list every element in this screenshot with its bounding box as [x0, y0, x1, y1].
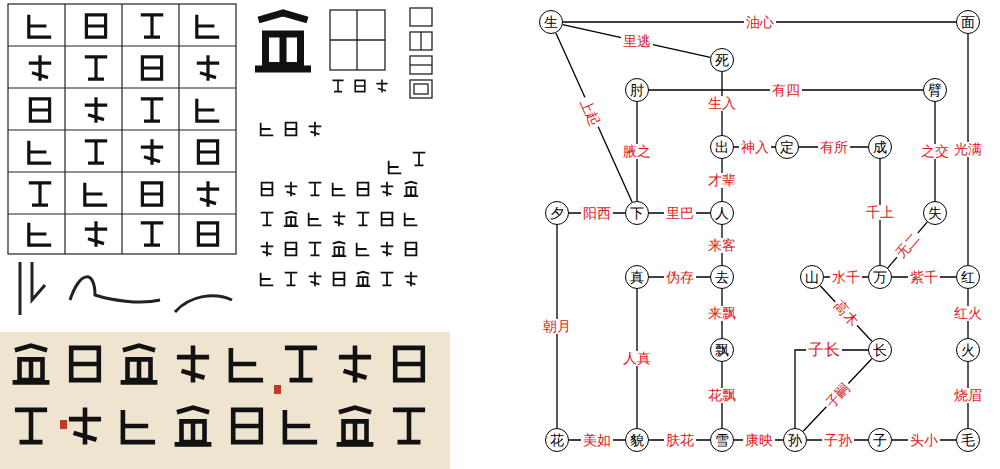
char-circle: 火	[956, 338, 980, 362]
node-text: 夕	[550, 206, 564, 220]
edge-label: 无二	[891, 228, 924, 262]
edge-label: 腋之	[621, 144, 653, 159]
edge-label: 水千	[830, 270, 862, 285]
edge-label: 朝月	[541, 319, 573, 334]
char-circle: 定	[775, 135, 799, 159]
edge-label: 阳西	[581, 206, 613, 221]
node-text: 失	[928, 206, 942, 220]
edge-label: 上起	[576, 94, 603, 129]
connector	[803, 359, 872, 432]
node-text: 孙	[788, 433, 802, 447]
char-circle: 人	[710, 201, 734, 225]
char-circle: 红	[956, 265, 980, 289]
edge-label: 美如	[581, 433, 613, 448]
edge-label: 有四	[770, 83, 802, 98]
node-text: 下	[630, 206, 644, 220]
char-circle: 下	[625, 201, 649, 225]
node-text: 肘	[630, 83, 644, 97]
char-circle: 肘	[625, 78, 649, 102]
node-text: 飘	[715, 343, 729, 357]
char-circle: 花	[545, 428, 569, 452]
edge-label: 光满	[952, 142, 984, 157]
char-circle: 真	[625, 265, 649, 289]
edge-label: 肤花	[664, 433, 696, 448]
edge-label: 才辈	[706, 173, 738, 188]
node-text: 面	[961, 15, 975, 29]
edge-label: 来飘	[706, 306, 738, 321]
node-text: 生	[544, 15, 558, 29]
char-circle: 臂	[923, 78, 947, 102]
edge-label: 生入	[706, 96, 738, 111]
edge-label: 里逃	[621, 34, 653, 49]
edge-label: 红火	[952, 306, 984, 321]
char-circle: 死	[710, 48, 734, 72]
node-text: 山	[805, 270, 819, 284]
node-text: 子	[873, 433, 887, 447]
edge-label: 子长	[806, 341, 842, 359]
node-text: 火	[961, 343, 975, 357]
edge-label: 油心	[744, 15, 776, 30]
edge-label: 头小	[908, 433, 940, 448]
char-circle: 面	[956, 10, 980, 34]
char-circle: 山	[800, 265, 824, 289]
node-text: 定	[780, 140, 794, 154]
node-text: 臂	[928, 83, 942, 97]
char-circle: 失	[923, 201, 947, 225]
node-text: 成	[873, 140, 887, 154]
node-text: 雪	[715, 433, 729, 447]
connector	[795, 350, 868, 428]
edge-label: 子孙	[822, 433, 854, 448]
script-illustration	[0, 0, 450, 469]
char-circle: 生	[539, 10, 563, 34]
edge-label: 来客	[706, 238, 738, 253]
edge-label: 里巴	[664, 206, 696, 221]
char-circle: 夕	[545, 201, 569, 225]
edge-label: 之交	[919, 144, 951, 159]
node-text: 长	[873, 343, 887, 357]
connector	[820, 286, 872, 341]
node-text: 万	[873, 270, 887, 284]
edge-label: 人真	[621, 351, 653, 366]
node-text: 去	[715, 270, 729, 284]
edge-label: 千上	[864, 205, 896, 220]
edge-label: 康映	[743, 433, 775, 448]
connector	[556, 33, 632, 202]
edge-label: 神入	[739, 140, 771, 155]
node-text: 毛	[961, 433, 975, 447]
char-circle: 子	[868, 428, 892, 452]
char-circle: 毛	[956, 428, 980, 452]
connector	[888, 222, 927, 268]
char-circle: 长	[868, 338, 892, 362]
char-circle: 雪	[710, 428, 734, 452]
node-text: 真	[630, 270, 644, 284]
char-circle: 成	[868, 135, 892, 159]
connector	[563, 25, 711, 58]
edge-label: 烧眉	[952, 388, 984, 403]
edge-label: 有所	[818, 140, 850, 155]
char-circle: 万	[868, 265, 892, 289]
node-text: 出	[715, 140, 729, 154]
edge-label: 花飘	[706, 388, 738, 403]
node-text: 人	[715, 206, 729, 220]
char-circle: 貌	[625, 428, 649, 452]
edge-label: 子嗣	[821, 378, 854, 412]
char-circle: 孙	[783, 428, 807, 452]
char-circle: 飘	[710, 338, 734, 362]
char-circle: 去	[710, 265, 734, 289]
node-text: 貌	[630, 433, 644, 447]
node-text: 死	[715, 53, 729, 67]
node-text: 花	[550, 433, 564, 447]
node-text: 红	[961, 270, 975, 284]
edge-label: 紫千	[908, 270, 940, 285]
char-circle: 出	[710, 135, 734, 159]
edge-label: 伪存	[664, 270, 696, 285]
